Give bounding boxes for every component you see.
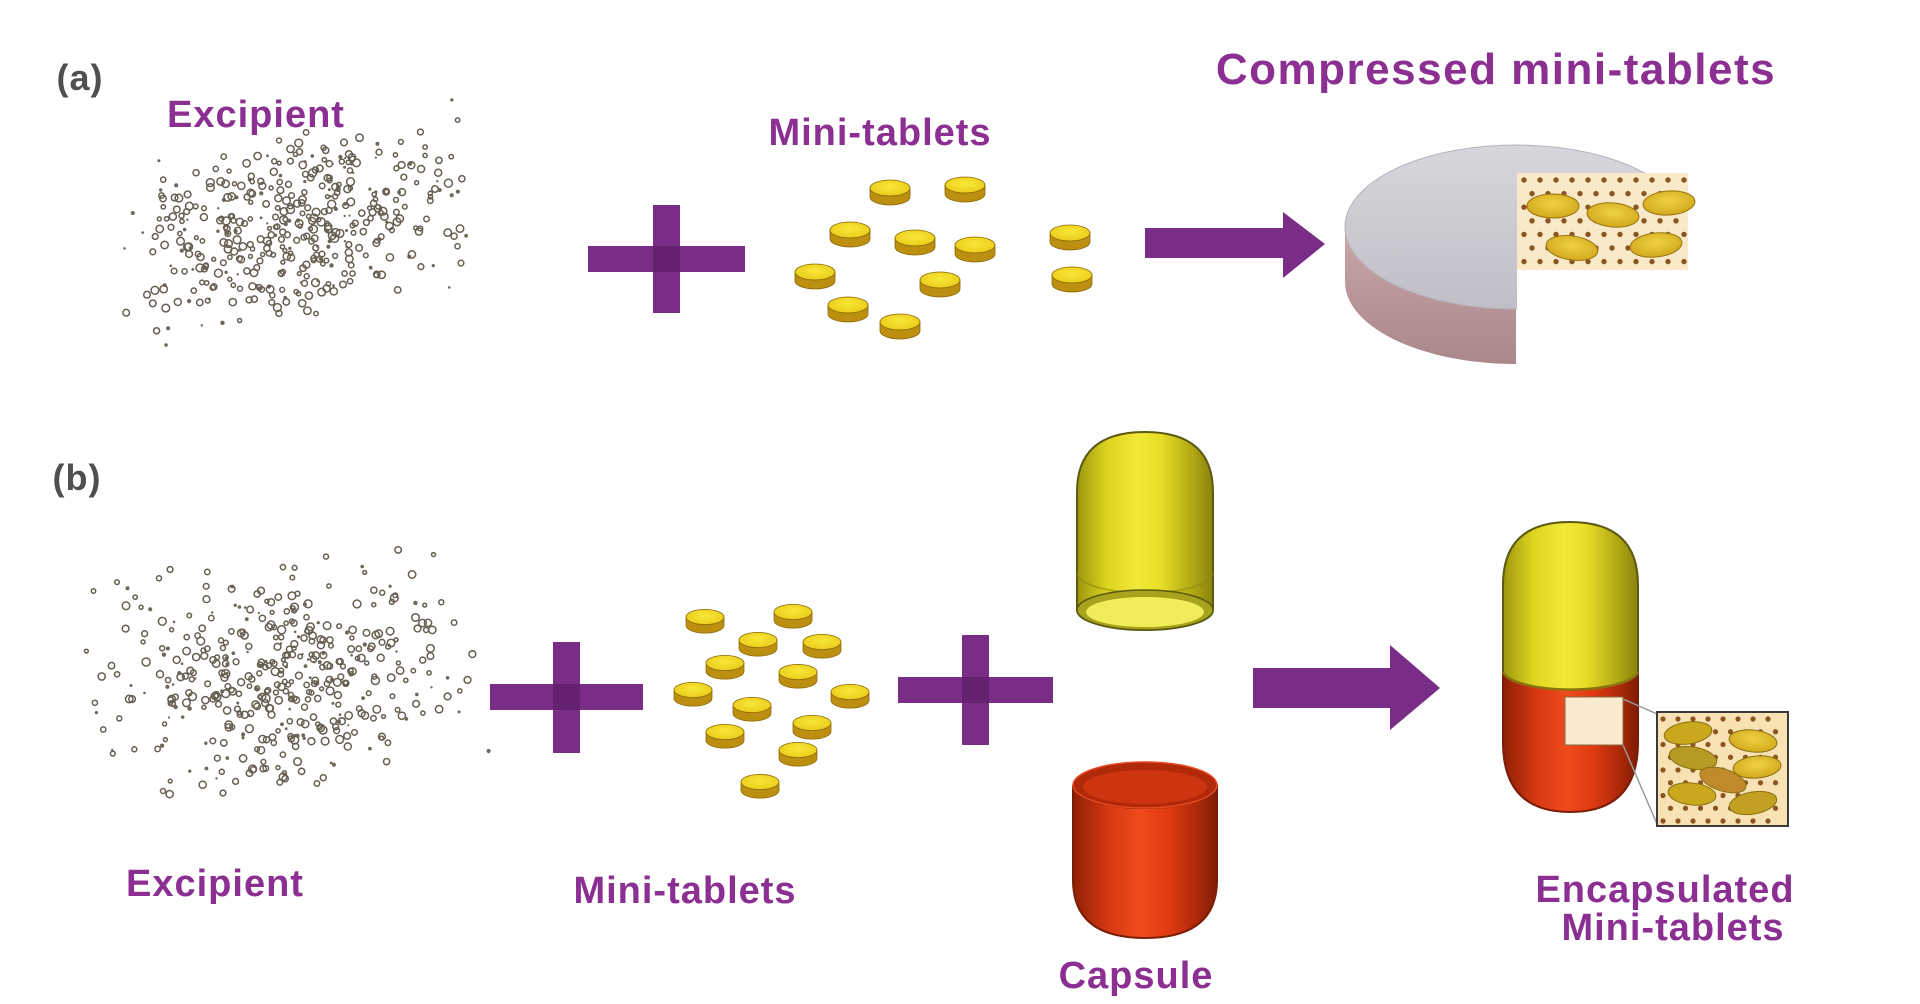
magnifier-callout-line-top: [1622, 698, 1658, 715]
panel-b: (b) Excipient Mini-tablets Cap: [53, 430, 1794, 997]
compressed-minitablets-title: Compressed mini-tablets: [1216, 45, 1776, 94]
encapsulated-capsule-yellow-half: [1502, 520, 1639, 691]
panel-a-label: (a): [57, 57, 104, 98]
mini-tablet: [794, 263, 836, 290]
excipient-cloud-a: [122, 98, 468, 347]
mini-tablets-cluster-b: [673, 604, 870, 799]
capsule-body-illustration: [1072, 761, 1218, 940]
mini-tablet: [919, 271, 961, 298]
embedded-tablet: [1586, 202, 1640, 228]
encapsulated-capsule-illustration: [1501, 520, 1789, 827]
mini-tablet: [802, 634, 842, 659]
mini-tablet: [944, 176, 986, 203]
mini-tablet: [954, 236, 996, 263]
mini-tablets-cluster-a: [794, 176, 1093, 340]
mini-tablet: [773, 604, 813, 629]
mini-tablet: [1051, 266, 1093, 293]
inset-tablet: [1728, 729, 1778, 753]
mini-tablet: [829, 221, 871, 248]
mini-tablet: [827, 296, 869, 323]
mini-tablet: [778, 664, 818, 689]
excipient-label-a: Excipient: [167, 94, 345, 136]
mini-tablet: [705, 724, 745, 749]
cutaway-mask: [1517, 266, 1702, 338]
inset-tablet: [1667, 782, 1717, 806]
mini-tablet: [673, 682, 713, 707]
capsule-cutout-window: [1564, 696, 1624, 746]
mini-tablet: [732, 697, 772, 722]
inset-tablet: [1732, 755, 1782, 779]
inset-tablet: [1663, 721, 1713, 745]
encapsulated-label-line1: Encapsulated: [1535, 869, 1794, 911]
compressed-tablet-illustration: [1344, 144, 1702, 364]
mini-tablet: [879, 313, 921, 340]
mini-tablet: [685, 609, 725, 634]
embedded-tablet: [1545, 235, 1599, 261]
mini-tablet: [1049, 224, 1091, 251]
mini-tablet: [830, 684, 870, 709]
plus-icon-a: [588, 205, 745, 313]
panel-a: (a) Excipient Mini-tablets Compressed mi…: [57, 45, 1776, 364]
embedded-tablet: [1642, 190, 1696, 216]
panel-b-label: (b): [53, 457, 102, 498]
arrow-right-icon-a: [1145, 212, 1325, 278]
magnifier-callout-line-bottom: [1622, 744, 1658, 825]
encapsulated-label-line2: Mini-tablets: [1561, 907, 1784, 949]
capsule-body-opening-inner: [1083, 770, 1207, 804]
inset-mini-tablets: [1663, 721, 1782, 816]
excipient-cloud-b: [83, 545, 491, 799]
compressed-tablet-side: [1345, 227, 1516, 364]
mini-tablet: [738, 632, 778, 657]
inset-tablet: [1668, 745, 1718, 771]
embedded-mini-tablets: [1526, 190, 1696, 261]
minitablets-label-a: Mini-tablets: [768, 112, 991, 154]
embedded-tablet: [1526, 193, 1580, 219]
capsule-junction-rim: [1501, 671, 1640, 691]
inset-tablet: [1728, 790, 1778, 816]
minitablets-label-b: Mini-tablets: [573, 870, 796, 912]
capsule-cap-opening-inner: [1086, 597, 1204, 627]
plus-icon-b2: [898, 635, 1053, 745]
capsule-label: Capsule: [1059, 955, 1214, 997]
inset-tablet: [1699, 766, 1747, 794]
mini-tablet: [778, 742, 818, 767]
mini-tablet: [705, 655, 745, 680]
embedded-tablet: [1629, 232, 1683, 258]
arrow-right-icon-b: [1253, 645, 1440, 730]
capsule-cap-illustration: [1076, 430, 1214, 631]
mini-tablet: [792, 715, 832, 740]
excipient-label-b: Excipient: [126, 863, 304, 905]
plus-icon-b1: [490, 642, 643, 753]
mini-tablet: [869, 179, 911, 206]
mini-tablet: [740, 774, 780, 799]
mini-tablet: [894, 229, 936, 256]
